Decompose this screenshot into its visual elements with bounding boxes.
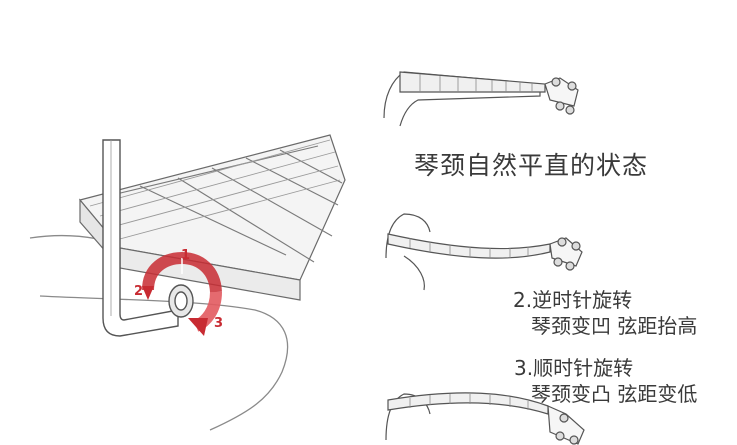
label-counterclockwise: 2.逆时针旋转 xyxy=(513,288,633,312)
tuner-peg xyxy=(553,257,563,267)
label-concave-effect: 琴颈变凹 弦距抬高 xyxy=(531,314,698,338)
string-line xyxy=(89,139,331,207)
string-line xyxy=(99,151,336,217)
rotation-number-3: 3 xyxy=(214,316,224,331)
string-line xyxy=(115,179,341,241)
label-natural-state: 琴颈自然平直的状态 xyxy=(414,151,649,180)
tuner-peg xyxy=(551,77,561,87)
tuner-peg xyxy=(555,431,565,441)
rotation-indicator xyxy=(142,251,222,336)
fret-line xyxy=(245,157,339,206)
label-clockwise: 3.顺时针旋转 xyxy=(514,356,634,380)
tuner-peg xyxy=(559,413,569,423)
tuner-peg xyxy=(557,237,567,247)
label-convex-effect: 琴颈变凸 弦距变低 xyxy=(531,382,698,406)
fret-line xyxy=(139,185,287,256)
neck-convex xyxy=(385,392,585,445)
heel-concave xyxy=(403,255,425,291)
tuner-peg xyxy=(565,261,575,271)
tuner-peg xyxy=(567,81,577,91)
fret-line xyxy=(211,167,333,237)
truss-rod-socket xyxy=(174,291,188,311)
body-edge-lower xyxy=(39,295,289,431)
tuner-peg xyxy=(569,435,579,445)
fretboard-straight xyxy=(399,71,546,93)
rotation-arrowhead-3 xyxy=(188,318,208,336)
neck-concave xyxy=(385,213,583,291)
fret-line xyxy=(279,149,343,184)
fretboard-concave xyxy=(387,233,551,259)
tuner-peg xyxy=(555,101,565,111)
fret-line xyxy=(177,177,315,263)
string-line xyxy=(107,165,339,229)
neck-straight xyxy=(383,71,579,127)
headstock-convex xyxy=(547,405,585,445)
rotation-arrowhead-2 xyxy=(142,286,154,300)
rotation-number-1: 1 xyxy=(181,248,191,263)
allen-key xyxy=(102,139,194,337)
tuner-peg xyxy=(565,105,575,115)
tuner-peg xyxy=(571,241,581,251)
rotation-number-2: 2 xyxy=(134,284,144,299)
fretboard-convex xyxy=(387,392,549,415)
